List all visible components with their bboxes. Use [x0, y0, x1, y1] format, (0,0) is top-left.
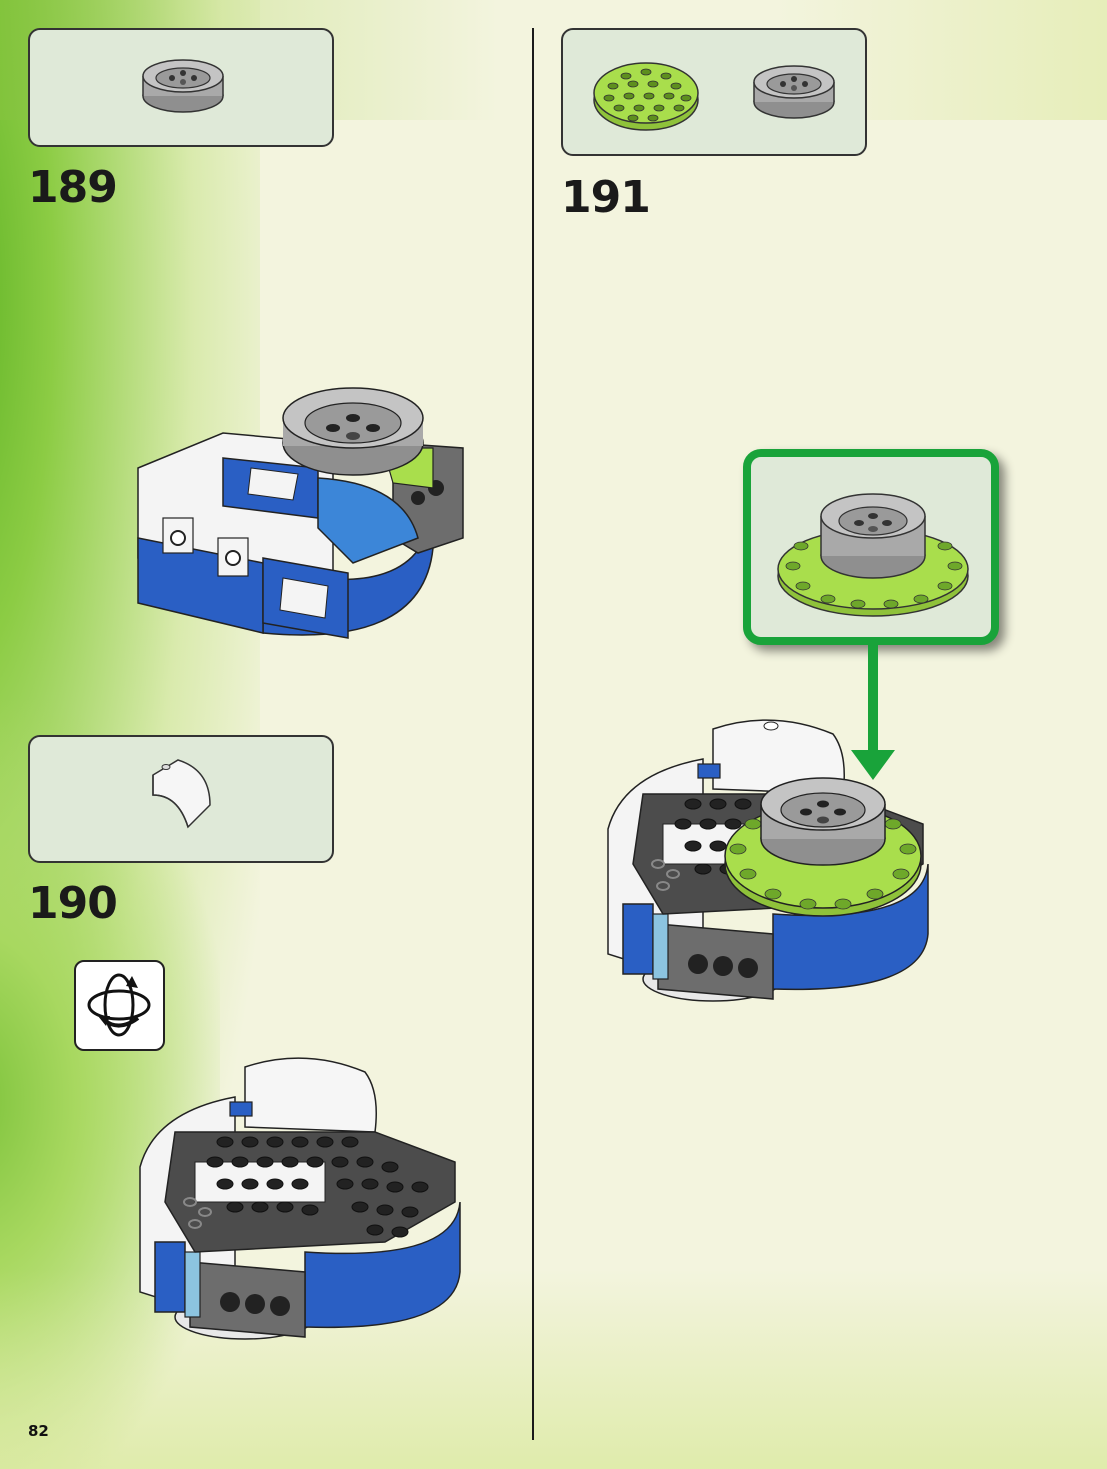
model-illustration-step-189: [133, 388, 473, 648]
gray-wheel-part-icon: [749, 54, 839, 124]
lime-round-plate-part-icon: [591, 48, 701, 138]
parts-box-step-191: [561, 28, 867, 156]
page-number: 82: [28, 1422, 49, 1440]
gray-wheel-part-icon: [138, 48, 228, 118]
parts-box-step-190: [28, 735, 334, 863]
step-number-191: 191: [561, 172, 650, 223]
step-number-190: 190: [28, 878, 117, 929]
model-illustration-step-190: [135, 1052, 475, 1342]
column-divider: [532, 28, 534, 1440]
wheel-on-lime-plate-subassembly-icon: [773, 471, 973, 621]
rotate-model-icon: [74, 960, 165, 1051]
white-curved-slope-part-icon: [148, 755, 218, 835]
step-number-189: 189: [28, 162, 117, 213]
parts-box-step-189: [28, 28, 334, 147]
subassembly-callout: [743, 449, 999, 645]
model-illustration-step-191: [603, 714, 943, 1004]
